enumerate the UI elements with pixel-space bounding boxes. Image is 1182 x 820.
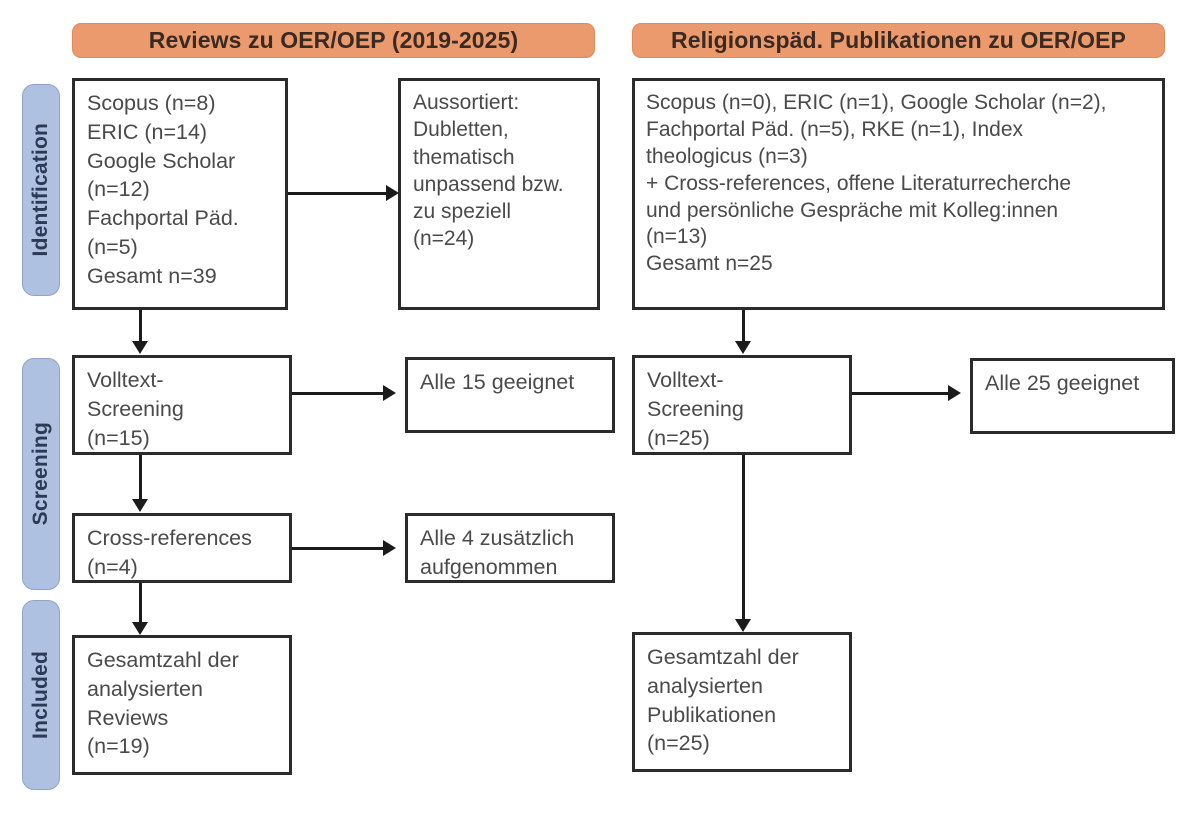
stage-label-included: Included: [29, 651, 52, 739]
box-right-fulltext-screening: Volltext- Screening (n=25): [632, 355, 852, 455]
arrowhead-left-screening-to-result: [383, 385, 396, 401]
connector-left-sources-to-excluded: [288, 192, 387, 195]
connector-left-crossrefs-to-result: [292, 547, 384, 550]
connector-right-screening-to-result: [852, 392, 949, 395]
arrowhead-left-crossrefs-to-included: [132, 622, 148, 635]
box-left-fulltext-result: Alle 15 geeignet: [405, 357, 615, 433]
stage-bar-included: Included: [22, 600, 60, 790]
arrowhead-left-crossrefs-to-result: [383, 540, 396, 556]
stage-bar-identification: Identification: [22, 84, 60, 296]
box-right-included: Gesamtzahl der analysierten Publikatione…: [632, 632, 852, 772]
arrowhead-right-screening-to-result: [948, 385, 961, 401]
box-left-cross-references-result: Alle 4 zusätzlich aufgenommen: [405, 513, 615, 583]
column-header-religionspaedagogik: Religionspäd. Publikationen zu OER/OEP: [632, 23, 1165, 58]
column-header-reviews: Reviews zu OER/OEP (2019-2025): [72, 23, 595, 58]
box-left-cross-references: Cross-references (n=4): [72, 513, 292, 583]
stage-label-identification: Identification: [29, 123, 52, 257]
box-right-identification-sources: Scopus (n=0), ERIC (n=1), Google Scholar…: [632, 78, 1165, 310]
arrowhead-left-sources-to-screening: [132, 341, 148, 354]
box-left-identification-sources: Scopus (n=8) ERIC (n=14) Google Scholar …: [72, 78, 288, 310]
box-left-included: Gesamtzahl der analysierten Reviews (n=1…: [72, 635, 292, 775]
arrowhead-right-screening-to-included: [735, 619, 751, 632]
box-right-fulltext-result: Alle 25 geeignet: [970, 358, 1175, 434]
column-header-reviews-label: Reviews zu OER/OEP (2019-2025): [148, 27, 519, 53]
box-left-excluded: Aussortiert: Dubletten, thematisch unpas…: [398, 78, 600, 310]
arrowhead-left-screening-to-crossrefs: [132, 499, 148, 512]
box-left-fulltext-screening: Volltext- Screening (n=15): [72, 355, 292, 455]
column-header-religionspaedagogik-label: Religionspäd. Publikationen zu OER/OEP: [671, 27, 1126, 53]
stage-label-screening: Screening: [29, 422, 52, 526]
connector-left-screening-to-result: [292, 392, 384, 395]
connector-left-screening-to-crossrefs: [139, 455, 142, 500]
arrowhead-left-sources-to-excluded: [386, 185, 399, 201]
arrowhead-right-sources-to-screening: [735, 341, 751, 354]
stage-bar-screening: Screening: [22, 358, 60, 590]
connector-right-sources-to-screening: [742, 310, 745, 342]
connector-left-crossrefs-to-included: [139, 583, 142, 623]
connector-left-sources-to-screening: [139, 310, 142, 342]
connector-right-screening-to-included: [742, 455, 745, 620]
